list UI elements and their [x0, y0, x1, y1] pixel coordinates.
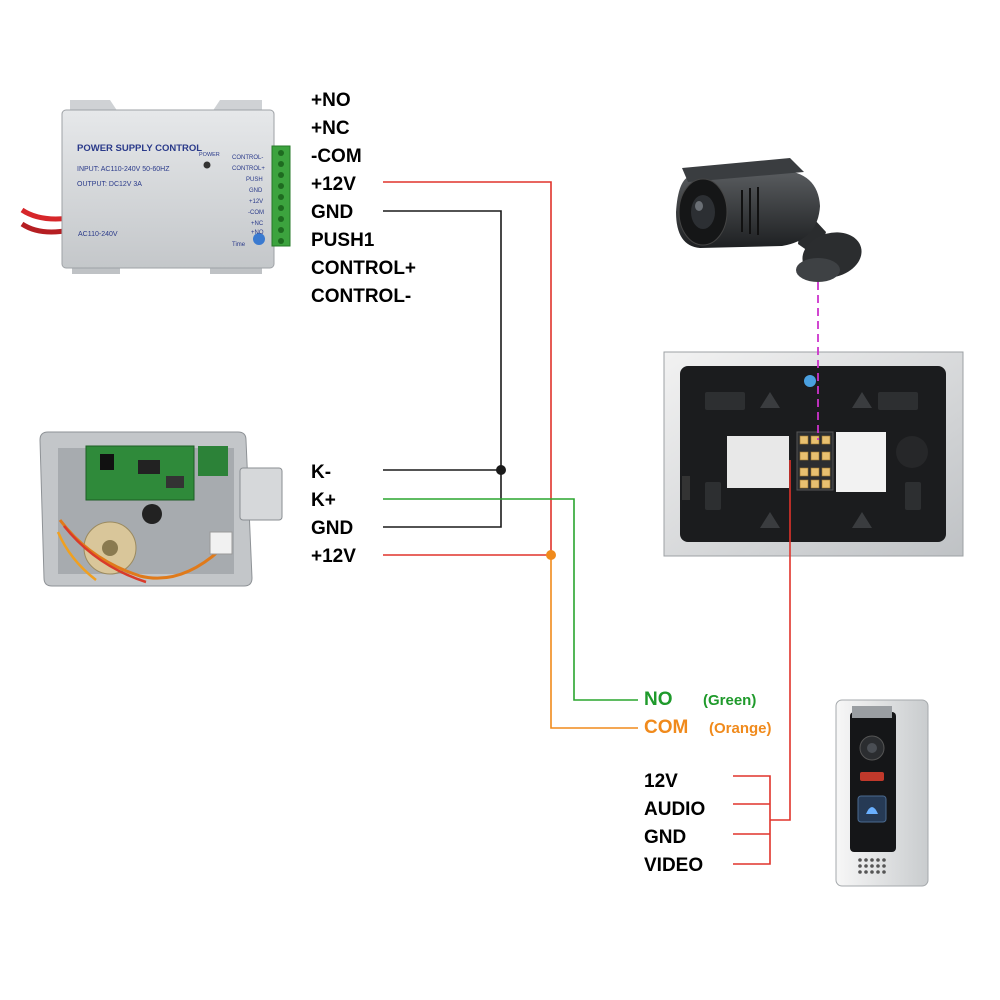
psu-terminal-label: CONTROL- [232, 155, 264, 161]
doorbell-label-audio: AUDIO [644, 799, 706, 820]
time-knob-icon [253, 233, 265, 245]
doorbell-label-gnd: GND [644, 827, 687, 848]
psu-label-nc: +NC [311, 118, 350, 139]
monitor-label-com-color: (Orange) [709, 720, 772, 737]
bell-icon [866, 807, 878, 814]
doorbell-label-video: VIDEO [644, 855, 704, 876]
wire-12v-red [383, 181, 552, 556]
psu-label-com: -COM [311, 146, 362, 167]
psu-terminal-label: CONTROL+ [232, 166, 265, 172]
psu-output-text: OUTPUT: DC12V 3A [77, 181, 142, 188]
power-supply-unit [20, 100, 291, 274]
psu-label-control-plus: CONTROL+ [311, 258, 417, 279]
wire-k-plus-green [383, 498, 638, 701]
psu-terminal-label: GND [249, 188, 263, 194]
junction-dot [496, 465, 506, 475]
psu-terminal-label: PUSH [246, 177, 263, 183]
lock-label-k-minus: K- [311, 462, 332, 483]
monitor-ce-sticker [836, 432, 886, 492]
power-led-icon [203, 161, 211, 169]
psu-terminal-label: +NO [251, 230, 264, 236]
monitor-label-com: COM [644, 717, 689, 738]
psu-label-12v: +12V [311, 174, 356, 195]
monitor-label-sticker [727, 436, 789, 488]
wire-gnd-black [383, 210, 502, 528]
electric-lock [39, 431, 283, 587]
junction-dot [546, 550, 556, 560]
psu-terminal-label: -COM [248, 210, 264, 216]
lock-label-k-plus: K+ [311, 490, 336, 511]
speaker-grille-icon [896, 436, 928, 468]
monitor-label-no: NO [644, 689, 673, 710]
doorbell-label-12v: 12V [644, 771, 678, 792]
psu-time-text: Time [232, 242, 246, 248]
indoor-monitor [663, 351, 964, 557]
psu-title: POWER SUPPLY CONTROL [77, 143, 203, 154]
psu-input-text: INPUT: AC110-240V 50-60HZ [77, 166, 170, 173]
psu-label-control-minus: CONTROL- [311, 286, 412, 307]
outdoor-doorbell [835, 699, 929, 887]
lock-label-12v: +12V [311, 546, 356, 567]
wire-com-orange [550, 555, 638, 729]
wire-doorbell-bracket [733, 775, 771, 865]
lock-bolt [239, 467, 283, 521]
lock-label-gnd: GND [311, 518, 354, 539]
monitor-indicator-icon [804, 375, 816, 387]
doorbell-ir-icon [860, 772, 884, 781]
psu-label-no: +NO [311, 90, 351, 111]
cctv-camera [676, 158, 862, 282]
psu-terminal-label: +12V [249, 199, 264, 205]
monitor-label-no-color: (Green) [703, 692, 757, 709]
wires [383, 181, 819, 865]
wire-doorbell-red [770, 460, 791, 821]
psu-terminal-label: +NC [251, 221, 264, 227]
psu-label-push1: PUSH1 [311, 230, 375, 251]
psu-label-gnd: GND [311, 202, 354, 223]
psu-ac-text: AC110-240V [78, 231, 118, 238]
psu-power-text: POWER [199, 152, 220, 158]
doorbell-face [850, 712, 896, 852]
